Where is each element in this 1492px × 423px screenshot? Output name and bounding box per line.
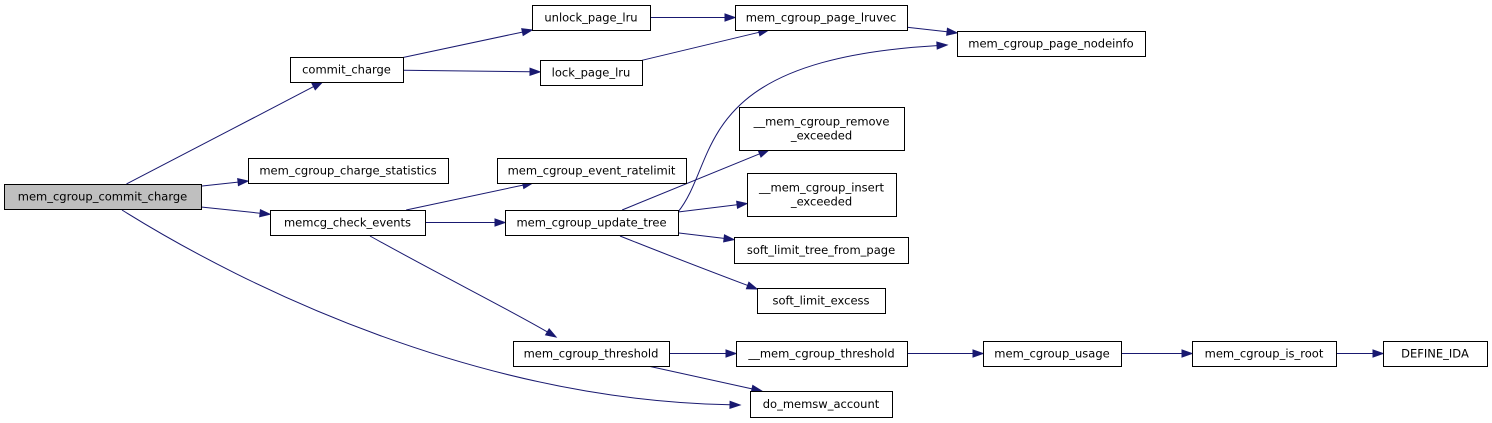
edge-mem-cgroup-update-tree-to-mem-cgroup-page-nodeinfo	[677, 41, 949, 213]
node-mem-cgroup-commit-charge[interactable]: mem_cgroup_commit_charge	[4, 184, 202, 210]
edge-mem-cgroup-commit-charge-to-do-memsw-account	[121, 209, 742, 410]
node-label: mem_cgroup_event_ratelimit	[508, 164, 676, 178]
edge-commit-charge-to-unlock-page-lru	[402, 28, 534, 58]
edge-mem-cgroup-update-tree-to-soft-limit-tree-from-page	[677, 232, 736, 243]
node-box	[957, 31, 1146, 57]
node-mem-cgroup-is-root[interactable]: mem_cgroup_is_root	[1192, 341, 1337, 367]
node-box	[497, 158, 687, 184]
node-label: __mem_cgroup_threshold	[747, 347, 894, 361]
call-graph-nodes: mem_cgroup_commit_chargecommit_chargemem…	[4, 5, 1488, 418]
call-graph-edges	[121, 13, 1385, 410]
node-mem-cgroup-threshold[interactable]: __mem_cgroup_threshold	[736, 341, 908, 367]
node-mem-cgroup-charge-statistics[interactable]: mem_cgroup_charge_statistics	[248, 158, 449, 184]
edge-mem-cgroup-update-tree-to-soft-limit-excess	[619, 235, 759, 290]
node-mem-cgroup-page-nodeinfo[interactable]: mem_cgroup_page_nodeinfo	[957, 31, 1146, 57]
node-box	[983, 341, 1122, 367]
node-mem-cgroup-update-tree[interactable]: mem_cgroup_update_tree	[505, 210, 679, 236]
node-label: unlock_page_lru	[544, 11, 637, 25]
node-box	[747, 173, 897, 217]
node-box	[757, 288, 886, 314]
node-box	[290, 57, 404, 83]
node-mem-cgroup-usage[interactable]: mem_cgroup_usage	[983, 341, 1122, 367]
node-box	[248, 158, 449, 184]
node-label: mem_cgroup_charge_statistics	[259, 164, 436, 178]
node-box	[735, 5, 908, 31]
node-label: mem_cgroup_page_lruvec	[746, 11, 897, 25]
edge-mem-cgroup-commit-charge-to-mem-cgroup-charge-statistics	[200, 178, 250, 187]
node-label: commit_charge	[302, 63, 391, 77]
node-box	[750, 391, 893, 418]
node-box	[4, 184, 202, 210]
node-commit-charge[interactable]: commit_charge	[290, 57, 404, 83]
node-mem-cgroup-page-lruvec[interactable]: mem_cgroup_page_lruvec	[735, 5, 908, 31]
node-memcg-check-events[interactable]: memcg_check_events	[270, 210, 426, 236]
node-box	[739, 107, 905, 151]
node-box	[270, 210, 426, 236]
node-label: lock_page_lru	[552, 66, 631, 80]
node-label: _exceeded	[790, 195, 852, 209]
edge-mem-cgroup-threshold-to-mem-cgroup-usage	[907, 349, 985, 358]
node-unlock-page-lru[interactable]: unlock_page_lru	[532, 5, 651, 31]
node-soft-limit-excess[interactable]: soft_limit_excess	[757, 288, 886, 314]
node-label: do_memsw_account	[763, 397, 880, 411]
edge-commit-charge-to-lock-page-lru	[402, 67, 542, 76]
node-label: soft_limit_tree_from_page	[747, 243, 895, 257]
node-box	[513, 341, 670, 367]
node-box	[505, 210, 679, 236]
node-label: mem_cgroup_page_nodeinfo	[968, 37, 1133, 51]
edge-unlock-page-lru-to-mem-cgroup-page-lruvec	[650, 13, 737, 22]
node-label: mem_cgroup_usage	[994, 347, 1109, 361]
edge-lock-page-lru-to-mem-cgroup-page-lruvec	[641, 28, 771, 61]
node-label: memcg_check_events	[284, 216, 411, 230]
edge-memcg-check-events-to-mem-cgroup-event-ratelimit	[406, 181, 535, 211]
node-box	[1383, 341, 1488, 367]
edge-mem-cgroup-page-lruvec-to-mem-cgroup-page-nodeinfo	[906, 26, 959, 36]
node-label: __mem_cgroup_insert	[758, 181, 884, 195]
node-label: DEFINE_IDA	[1401, 347, 1469, 361]
node-define-ida[interactable]: DEFINE_IDA	[1383, 341, 1488, 367]
node-soft-limit-tree-from-page[interactable]: soft_limit_tree_from_page	[734, 237, 909, 264]
edge-mem-cgroup-threshold-to-mem-cgroup-threshold	[669, 349, 738, 358]
edge-mem-cgroup-is-root-to-define-ida	[1336, 349, 1385, 358]
node-mem-cgroup-remove-exceeded[interactable]: __mem_cgroup_remove_exceeded	[739, 107, 905, 151]
node-lock-page-lru[interactable]: lock_page_lru	[540, 60, 643, 86]
edge-mem-cgroup-commit-charge-to-memcg-check-events	[200, 206, 272, 218]
edge-mem-cgroup-update-tree-to-mem-cgroup-insert-exceeded	[677, 200, 749, 213]
node-box	[736, 341, 908, 367]
node-mem-cgroup-event-ratelimit[interactable]: mem_cgroup_event_ratelimit	[497, 158, 687, 184]
node-do-memsw-account[interactable]: do_memsw_account	[750, 391, 893, 418]
node-box	[540, 60, 643, 86]
node-label: mem_cgroup_update_tree	[516, 216, 666, 230]
edge-mem-cgroup-threshold-to-do-memsw-account	[647, 365, 764, 393]
node-box	[734, 237, 909, 264]
edge-memcg-check-events-to-mem-cgroup-threshold	[369, 235, 558, 338]
node-label: mem_cgroup_is_root	[1205, 347, 1324, 361]
node-label: _exceeded	[790, 129, 852, 143]
edge-memcg-check-events-to-mem-cgroup-update-tree	[425, 218, 507, 227]
node-box	[1192, 341, 1337, 367]
node-label: mem_cgroup_commit_charge	[18, 190, 187, 204]
node-mem-cgroup-insert-exceeded[interactable]: __mem_cgroup_insert_exceeded	[747, 173, 897, 217]
node-label: soft_limit_excess	[772, 294, 869, 308]
edge-mem-cgroup-usage-to-mem-cgroup-is-root	[1121, 349, 1194, 358]
node-box	[532, 5, 651, 31]
node-label: mem_cgroup_threshold	[524, 347, 659, 361]
node-label: __mem_cgroup_remove	[753, 115, 890, 129]
node-mem-cgroup-threshold[interactable]: mem_cgroup_threshold	[513, 341, 670, 367]
